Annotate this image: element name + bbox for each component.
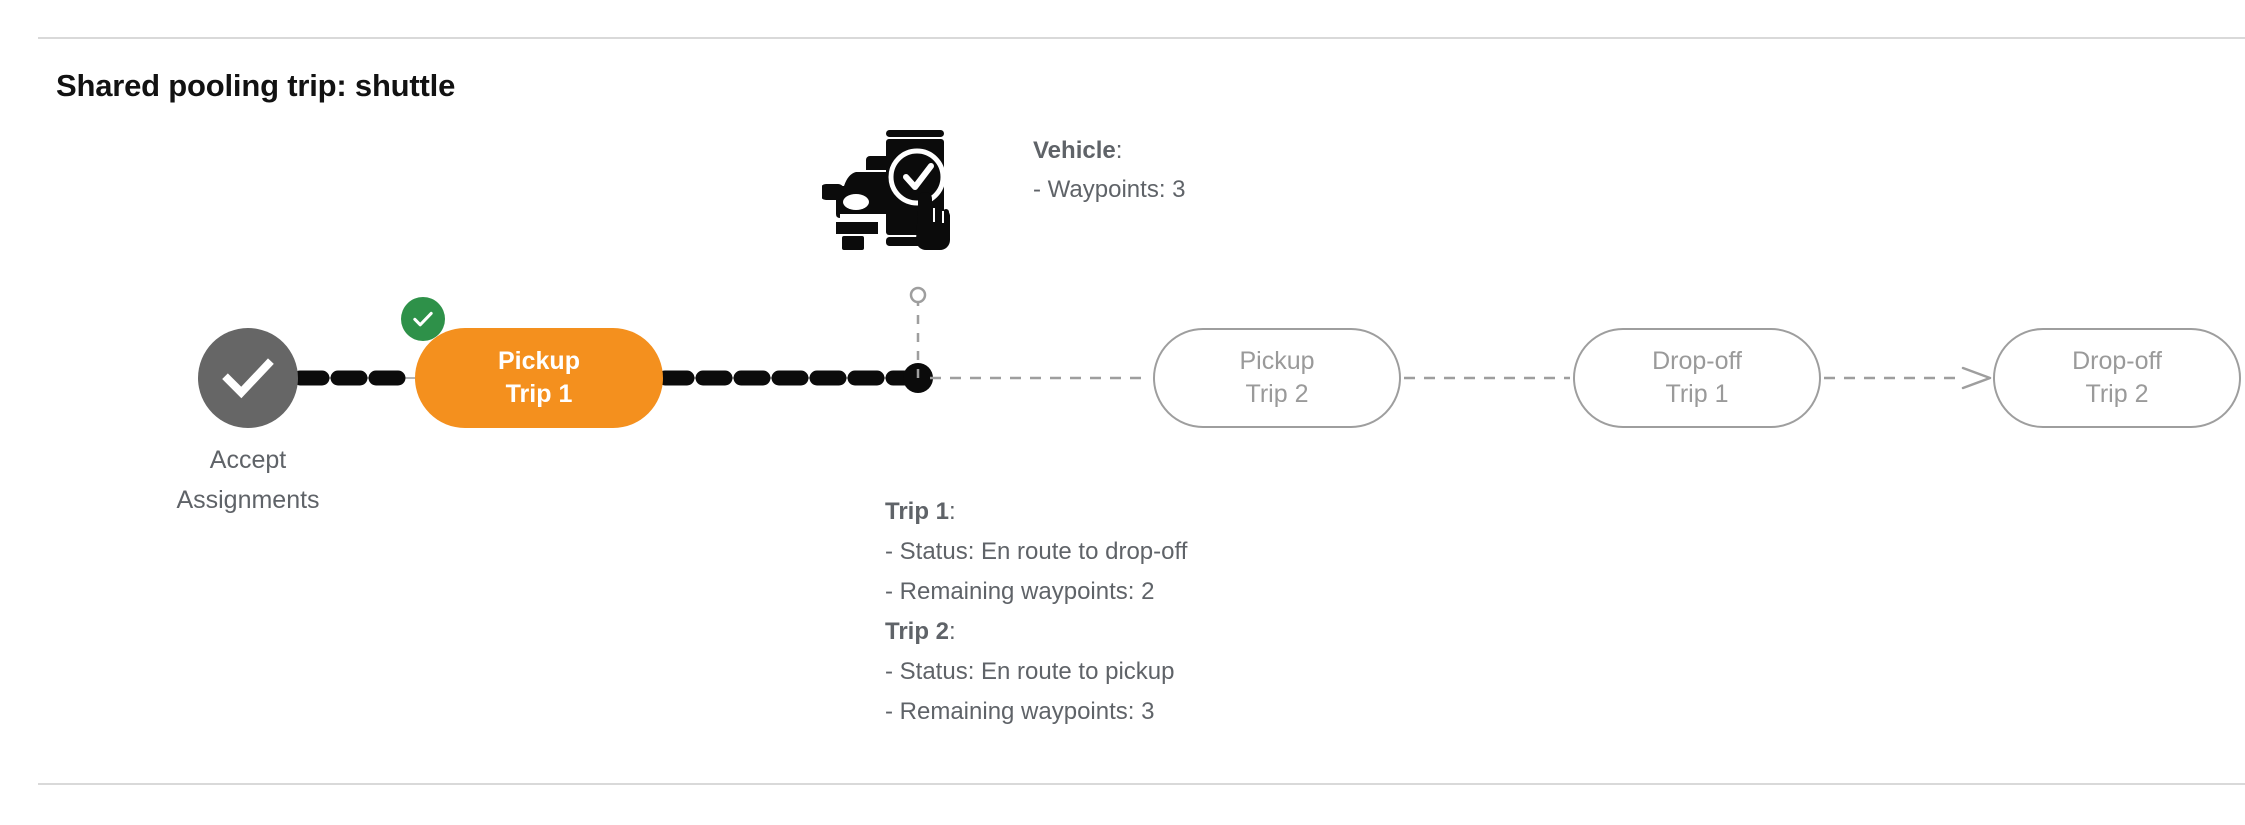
trip1-title: Trip 1: <box>885 492 1187 532</box>
node-accept-assignments[interactable]: Accept Assignments <box>176 328 320 514</box>
vehicle-waypoints-line: - Waypoints: 3 <box>1033 176 1186 203</box>
trip1-title-text: Trip 1 <box>885 498 950 525</box>
accept-status-circle <box>198 328 298 428</box>
trip2-title: Trip 2: <box>885 612 1187 652</box>
trip1-title-suffix: : <box>949 498 956 525</box>
node-pickup-trip-1[interactable]: Pickup Trip 1 <box>401 297 663 428</box>
trip2-title-suffix: : <box>949 618 956 645</box>
node-pickup-trip-1-line2: Trip 1 <box>505 380 573 408</box>
vehicle-title-text: Vehicle <box>1033 137 1116 164</box>
node-dropoff-trip-2[interactable]: Drop-off Trip 2 <box>1993 328 2241 428</box>
page-title: Shared pooling trip: shuttle <box>56 68 456 103</box>
check-icon <box>413 311 433 327</box>
node-dropoff-trip-2-line1: Drop-off <box>2072 347 2162 375</box>
node-dropoff-trip-1[interactable]: Drop-off Trip 1 <box>1573 328 1821 428</box>
node-dropoff-trip-1-line2: Trip 1 <box>1665 380 1729 408</box>
completed-badge <box>401 297 445 341</box>
vehicle-info-block: Vehicle: - Waypoints: 3 <box>1033 131 1186 209</box>
node-pickup-trip-2-line2: Trip 2 <box>1245 380 1309 408</box>
car-phone-check-icon <box>820 122 972 252</box>
node-accept-assignments-label: Accept Assignments <box>176 446 320 514</box>
top-divider <box>38 37 2245 39</box>
vehicle-info-title: Vehicle: <box>1033 131 1186 170</box>
node-dropoff-trip-2-line2: Trip 2 <box>2085 380 2149 408</box>
trip1-status-line: - Status: En route to drop-off <box>885 538 1188 565</box>
trip1-waypoints-line: - Remaining waypoints: 2 <box>885 578 1155 605</box>
trip2-status-line: - Status: En route to pickup <box>885 658 1175 685</box>
node-pickup-trip-2-line1: Pickup <box>1239 347 1315 375</box>
trip2-title-text: Trip 2 <box>885 618 950 645</box>
node-dropoff-trip-1-line1: Drop-off <box>1652 347 1742 375</box>
check-icon <box>222 358 274 399</box>
bottom-divider <box>38 783 2245 785</box>
trip-info-block: Trip 1: - Status: En route to drop-off -… <box>885 492 1187 732</box>
vehicle-title-suffix: : <box>1115 137 1123 164</box>
trip2-waypoints-line: - Remaining waypoints: 3 <box>885 698 1155 725</box>
node-pickup-trip-1-line1: Pickup <box>498 347 580 375</box>
node-pickup-trip-2[interactable]: Pickup Trip 2 <box>1153 328 1401 428</box>
